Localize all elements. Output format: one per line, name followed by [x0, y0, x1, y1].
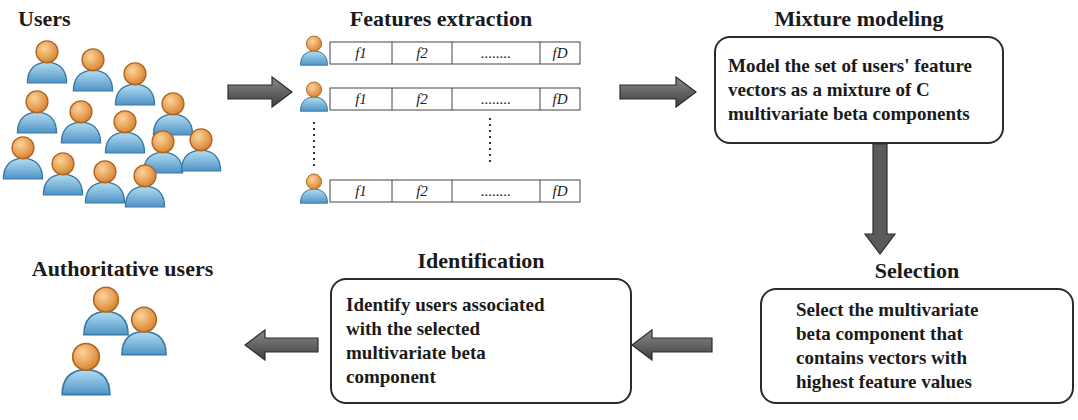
- process-box: IdentificationIdentify users associated …: [318, 244, 632, 404]
- rounded-box: Model the set of users' feature vectors …: [714, 36, 1004, 144]
- feature-label: ........: [452, 42, 540, 64]
- user-icon: [300, 82, 327, 111]
- stage-heading: Identification: [330, 244, 632, 278]
- stage-heading: Users: [0, 2, 228, 36]
- cell-divider: [392, 42, 393, 64]
- feature-label: fD: [540, 88, 580, 110]
- feature-vector: [330, 88, 580, 110]
- user-icon: [153, 93, 192, 135]
- feature-label: f1: [330, 180, 392, 202]
- user-icon: [17, 91, 56, 133]
- stage-group: Features extraction: [292, 2, 620, 212]
- feature-label: f2: [392, 180, 452, 202]
- box-text: Select the multivariate beta component t…: [796, 298, 1012, 394]
- cell-divider: [452, 42, 453, 64]
- user-icon: [62, 344, 110, 395]
- stage-heading: Features extraction: [292, 2, 620, 36]
- feature-vector: [330, 42, 580, 64]
- user-icon: [27, 41, 66, 83]
- user-icon: [125, 165, 164, 207]
- stage-group: Authoritative users: [0, 252, 245, 420]
- cell-divider: [540, 180, 541, 202]
- feature-rows: [300, 36, 580, 203]
- block-arrow: [620, 77, 696, 107]
- cell-divider: [540, 42, 541, 64]
- user-icon: [3, 137, 42, 179]
- process-box: Mixture modelingModel the set of users' …: [696, 2, 1004, 144]
- users-crowd: [3, 41, 220, 207]
- ellipsis-dots: [313, 122, 315, 166]
- user-icon: [300, 36, 327, 65]
- feature-label: f1: [330, 88, 392, 110]
- feature-label: ........: [452, 180, 540, 202]
- feature-label: ........: [452, 88, 540, 110]
- box-text: Identify users associated with the selec…: [346, 293, 550, 389]
- user-icon: [73, 49, 112, 91]
- user-icon: [115, 63, 154, 105]
- user-icon: [181, 129, 220, 171]
- feature-label: f2: [392, 42, 452, 64]
- cell-divider: [452, 88, 453, 110]
- user-icon: [122, 307, 166, 354]
- ellipsis-dots: [489, 118, 491, 166]
- feature-label: f1: [330, 42, 392, 64]
- user-icon: [85, 161, 124, 203]
- process-box: SelectionSelect the multivariate beta co…: [712, 254, 1074, 404]
- user-icon: [84, 287, 128, 334]
- feature-label: f2: [392, 88, 452, 110]
- cell-divider: [392, 180, 393, 202]
- stage-heading: Mixture modeling: [714, 2, 1004, 36]
- rounded-box: Identify users associated with the selec…: [330, 278, 632, 404]
- feature-vector: [330, 180, 580, 202]
- cell-divider: [452, 180, 453, 202]
- user-icon: [300, 174, 327, 203]
- feature-label: fD: [540, 180, 580, 202]
- stage-group: Users: [0, 2, 228, 212]
- cell-divider: [392, 88, 393, 110]
- rounded-box: Select the multivariate beta component t…: [760, 288, 1074, 404]
- block-arrow: [632, 330, 712, 360]
- block-arrow: [228, 77, 292, 107]
- block-arrow: [865, 144, 895, 254]
- stage-heading: Selection: [760, 254, 1074, 288]
- authoritative-crowd: [62, 287, 166, 394]
- user-icon: [105, 111, 144, 153]
- stage-heading: Authoritative users: [0, 252, 245, 286]
- box-text: Model the set of users' feature vectors …: [728, 54, 990, 126]
- cell-divider: [540, 88, 541, 110]
- user-icon: [61, 101, 100, 143]
- block-arrow: [245, 330, 318, 360]
- feature-label: fD: [540, 42, 580, 64]
- user-icon: [43, 153, 82, 195]
